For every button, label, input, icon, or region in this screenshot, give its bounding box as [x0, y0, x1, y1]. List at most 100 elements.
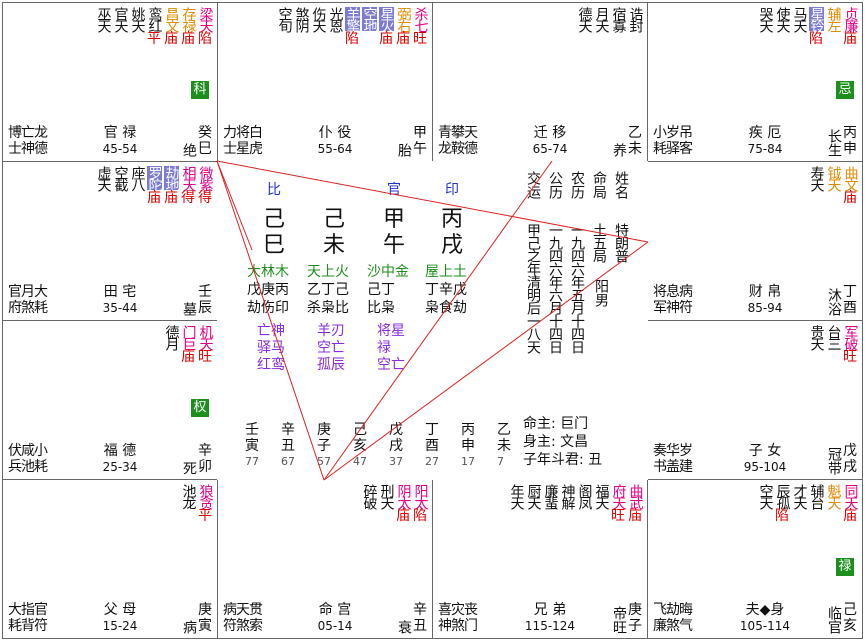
- star-name[interactable]: 曲文: [842, 166, 859, 190]
- star-name[interactable]: 星火: [378, 7, 395, 31]
- life-stage: 墓: [181, 302, 197, 316]
- star-name[interactable]: 台三: [825, 325, 842, 349]
- star-name[interactable]: 贞廉: [842, 7, 859, 31]
- star-name[interactable]: 梁天: [197, 7, 214, 31]
- star-name[interactable]: 刑天: [378, 484, 395, 508]
- star-name[interactable]: 虚天: [95, 166, 112, 190]
- palace-label: 父 母: [103, 602, 137, 618]
- star-name[interactable]: 劫地: [163, 166, 180, 190]
- star-name[interactable]: 廉蜚: [542, 484, 559, 508]
- star-name[interactable]: 巫天: [95, 7, 112, 31]
- star-name[interactable]: 罗陀: [146, 166, 163, 190]
- star-name[interactable]: 空截: [112, 166, 129, 190]
- star-name[interactable]: 厨天: [525, 484, 542, 508]
- star-brightness: 庙: [843, 190, 857, 206]
- star-name[interactable]: 存禄: [180, 7, 197, 31]
- star-column: 座八: [129, 166, 146, 207]
- star-name[interactable]: 诰封: [627, 7, 644, 31]
- palace-ages: 95-104: [743, 460, 787, 474]
- star-name[interactable]: 伤天: [310, 7, 327, 31]
- star-column: 刑天: [378, 484, 395, 525]
- palace-label: 福 德: [103, 443, 137, 459]
- star-name[interactable]: 鸾红: [146, 7, 163, 31]
- star-name[interactable]: 昌文: [163, 7, 180, 31]
- palace-ages: 55-64: [317, 142, 353, 156]
- star-name[interactable]: 机天: [197, 325, 214, 349]
- star-name[interactable]: 钺天: [825, 166, 842, 190]
- star-name[interactable]: 使天: [774, 7, 791, 31]
- star-name[interactable]: 官天: [112, 7, 129, 31]
- star-name[interactable]: 才天: [791, 484, 808, 508]
- star-name[interactable]: 府天: [610, 484, 627, 508]
- star-name[interactable]: 马天: [791, 7, 808, 31]
- star-name[interactable]: 辰孤: [774, 484, 791, 508]
- gods-text: 病天贯 符煞索: [223, 602, 263, 634]
- star-name[interactable]: 福天: [593, 484, 610, 508]
- star-column: 年天: [508, 484, 525, 525]
- star-name[interactable]: 军破: [842, 325, 859, 349]
- earthly-branch: 丑: [413, 618, 427, 634]
- star-name[interactable]: 辅台: [808, 484, 825, 508]
- summary-line: 身主: 文昌: [523, 434, 589, 450]
- star-name[interactable]: 煞阴: [293, 7, 310, 31]
- star-name[interactable]: 弼右: [395, 7, 412, 31]
- star-name[interactable]: 空天: [757, 484, 774, 508]
- palace-label: 夫◆身: [745, 602, 785, 618]
- star-name[interactable]: 阳太: [412, 484, 429, 508]
- star-name[interactable]: 贵天: [808, 325, 825, 349]
- star-name[interactable]: 姚天: [129, 7, 146, 31]
- star-column: 杀七旺: [412, 7, 429, 48]
- star-name[interactable]: 魁天: [825, 484, 842, 508]
- star-name[interactable]: 宿寡: [610, 7, 627, 31]
- star-name[interactable]: 神解: [559, 484, 576, 508]
- star-name[interactable]: 相天: [180, 166, 197, 190]
- star-name[interactable]: 寿天: [808, 166, 825, 190]
- star-name[interactable]: 哭天: [757, 7, 774, 31]
- info-value: 土五局: [591, 223, 607, 262]
- star-name[interactable]: 曲武: [627, 484, 644, 508]
- stem-branch: 庚寅: [197, 602, 213, 634]
- star-name[interactable]: 光恩: [327, 7, 344, 31]
- star-name[interactable]: 辅左: [825, 7, 842, 31]
- star-name[interactable]: 德月: [163, 325, 180, 349]
- star-name[interactable]: 空地: [361, 7, 378, 31]
- star-name[interactable]: 羊擎: [344, 7, 361, 31]
- star-name[interactable]: 年天: [508, 484, 525, 508]
- star-name[interactable]: 池龙: [180, 484, 197, 508]
- star-name[interactable]: 空旬: [276, 7, 293, 31]
- star-name[interactable]: 碎破: [361, 484, 378, 508]
- star-name[interactable]: 门巨: [180, 325, 197, 349]
- star-name[interactable]: 阁凤: [576, 484, 593, 508]
- hua-badge: 禄: [836, 558, 854, 576]
- palace-label: 迁 移: [533, 125, 567, 141]
- star-name[interactable]: 阴太: [395, 484, 412, 508]
- star-column: 魁天: [825, 484, 842, 525]
- star-name[interactable]: 德天: [576, 7, 593, 31]
- star-name[interactable]: 杀七: [412, 7, 429, 31]
- earthly-branch: 亥: [843, 618, 857, 634]
- star-name[interactable]: 月天: [593, 7, 610, 31]
- star-brightness: 平: [198, 508, 212, 524]
- palace-ages: 105-114: [739, 619, 791, 633]
- star-name[interactable]: 星铃: [808, 7, 825, 31]
- star-name[interactable]: 同天: [842, 484, 859, 508]
- star-name[interactable]: 座八: [129, 166, 146, 190]
- star-name[interactable]: 微紫: [197, 166, 214, 190]
- star-name[interactable]: 狼贪: [197, 484, 214, 508]
- star-column: 空地: [361, 7, 378, 48]
